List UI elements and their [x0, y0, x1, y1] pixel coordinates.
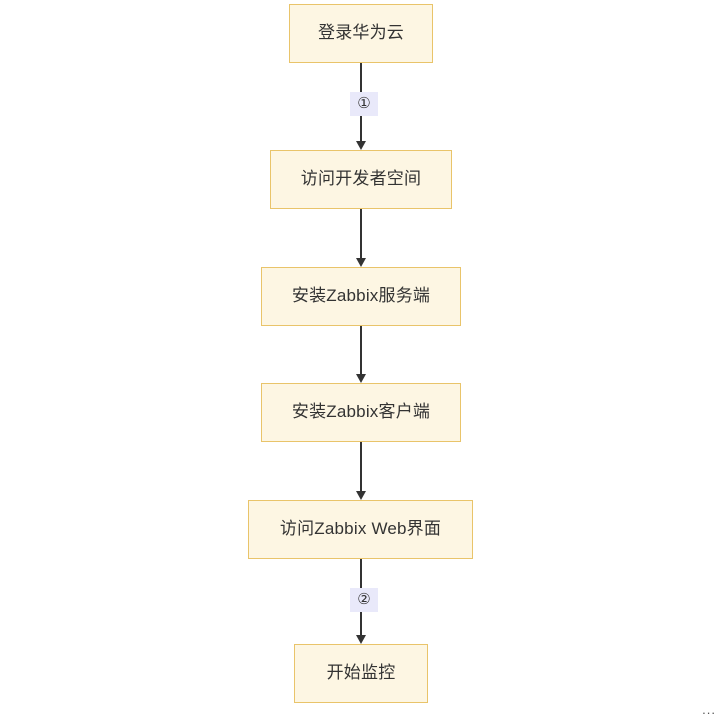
flow-node-label: 安装Zabbix客户端	[291, 402, 431, 422]
flow-connector	[356, 326, 366, 383]
flow-node-label: 开始监控	[326, 663, 396, 683]
flow-node-n1[interactable]: 登录华为云	[289, 4, 433, 63]
corner-ellipsis: ...	[702, 702, 716, 717]
arrowhead-icon	[356, 491, 366, 500]
flow-connector	[356, 209, 366, 267]
connector-line	[360, 209, 362, 259]
connector-line	[360, 326, 362, 375]
flow-node-label: 访问开发者空间	[300, 169, 422, 189]
flow-node-n5[interactable]: 访问Zabbix Web界面	[248, 500, 473, 559]
flow-node-label: 登录华为云	[318, 23, 404, 43]
flow-node-n4[interactable]: 安装Zabbix客户端	[261, 383, 461, 442]
flow-node-label: 访问Zabbix Web界面	[279, 519, 442, 539]
flow-node-n2[interactable]: 访问开发者空间	[270, 150, 452, 209]
connector-sequence-marker: ①	[350, 92, 378, 116]
flow-node-label: 安装Zabbix服务端	[291, 286, 431, 306]
arrowhead-icon	[356, 258, 366, 267]
flow-connector	[356, 442, 366, 500]
arrowhead-icon	[356, 141, 366, 150]
connector-line	[360, 442, 362, 492]
arrowhead-icon	[356, 374, 366, 383]
flow-node-n3[interactable]: 安装Zabbix服务端	[261, 267, 461, 326]
flow-node-n6[interactable]: 开始监控	[294, 644, 428, 703]
arrowhead-icon	[356, 635, 366, 644]
connector-sequence-marker: ②	[350, 588, 378, 612]
